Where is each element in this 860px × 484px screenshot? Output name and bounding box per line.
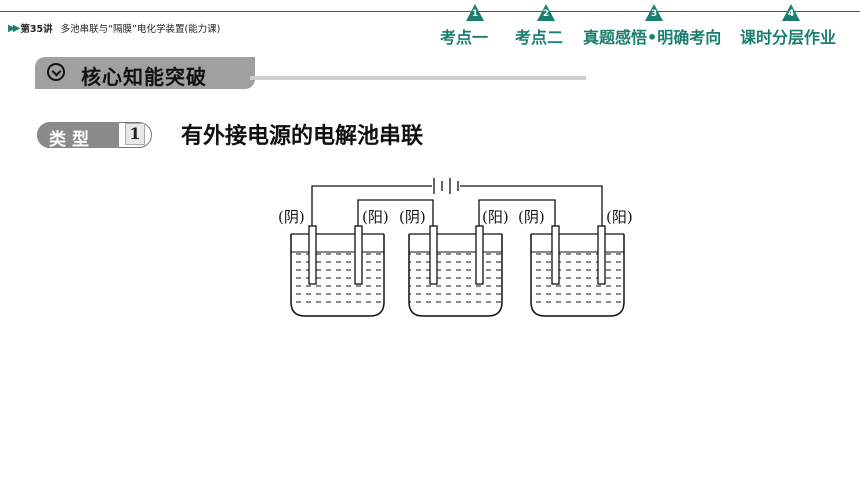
banner-underline	[250, 76, 586, 80]
electrode	[354, 225, 363, 285]
cell-3	[530, 225, 625, 317]
cell-2	[408, 225, 503, 317]
triangle-badge-icon	[537, 4, 555, 21]
electrode	[597, 225, 606, 285]
type-tag-number: 1	[125, 123, 145, 145]
breadcrumb: ▶▶ 第35讲多池串联与“隔膜”电化学装置(能力课)	[8, 21, 220, 36]
nav-label-2: 考点二	[515, 28, 564, 47]
nav-item-kaodian-1[interactable]: 1 考点一	[440, 4, 500, 47]
nav-item-zuoye[interactable]: 4 课时分层作业	[740, 4, 850, 47]
section-banner: 核心知能突破	[35, 57, 255, 89]
type-tag-label: 类型	[49, 130, 95, 150]
electrolysis-cells-diagram: (阴) (阳) (阴) (阳) (阴) (阳)	[278, 178, 633, 317]
triangle-badge-icon	[466, 4, 484, 21]
nav-label-1: 考点一	[440, 28, 489, 47]
section-heading: 有外接电源的电解池串联	[181, 124, 424, 149]
breadcrumb-title: 多池串联与“隔膜”电化学装置(能力课)	[60, 24, 221, 35]
nav-item-zhenti[interactable]: 3 真题感悟•明确考向	[583, 4, 733, 47]
nav-label-3: 真题感悟•明确考向	[583, 28, 722, 47]
electrode	[429, 225, 438, 285]
triangle-badge-icon	[645, 4, 663, 21]
nav-badge-2: 2	[537, 4, 555, 22]
electrode-label: (阴)	[399, 208, 426, 226]
cell-1	[290, 225, 385, 317]
nav-badge-1: 1	[466, 4, 484, 22]
double-arrow-icon: ▶▶	[8, 22, 21, 34]
power-source	[311, 178, 603, 226]
electrode-label: (阴)	[518, 208, 545, 226]
electrode	[551, 225, 560, 285]
breadcrumb-lesson: 第35讲	[20, 24, 53, 35]
triangle-badge-icon	[782, 4, 800, 21]
electrode-label: (阳)	[482, 208, 509, 226]
nav-item-kaodian-2[interactable]: 2 考点二	[515, 4, 575, 47]
type-tag: 类型 1	[37, 122, 152, 150]
header-rule	[0, 11, 860, 12]
nav-label-4: 课时分层作业	[740, 28, 837, 47]
chevron-circle-icon	[47, 63, 65, 81]
electrode-label: (阳)	[362, 208, 389, 226]
electrode	[308, 225, 317, 285]
section-banner-title: 核心知能突破	[81, 65, 207, 89]
breadcrumb-text: 第35讲多池串联与“隔膜”电化学装置(能力课)	[20, 21, 220, 35]
nav-badge-4: 4	[782, 4, 800, 22]
electrode	[475, 225, 484, 285]
connecting-wires	[357, 199, 556, 226]
electrode-label: (阴)	[278, 208, 305, 226]
type-tag-fill	[37, 122, 119, 148]
top-bar: ▶▶ 第35讲多池串联与“隔膜”电化学装置(能力课) 1 考点一 2 考点二 3…	[0, 0, 860, 47]
electrode-label: (阳)	[606, 208, 633, 226]
nav-badge-3: 3	[645, 4, 663, 22]
